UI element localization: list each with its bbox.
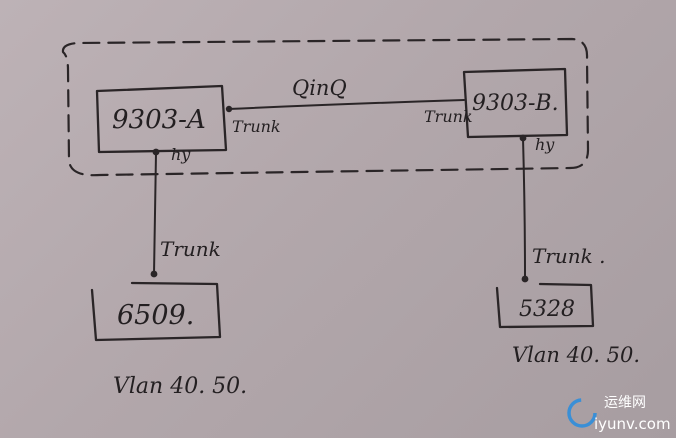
link-b-to-5328 [522, 137, 526, 279]
qinq-label: QinQ [292, 76, 347, 100]
vlan-label-right: Vlan 40. 50. [512, 343, 640, 367]
port-label-a-hy: hy [171, 145, 191, 164]
port-label-b-hy: hy [535, 135, 555, 154]
switch-9303-a-box [95, 84, 228, 154]
watermark-logo-icon [567, 398, 597, 428]
switch-9303-b-label: 9303-B. [472, 91, 559, 116]
port-label-b-trunk: Trunk [424, 107, 473, 126]
switch-6509-label: 6509. [117, 300, 194, 331]
site-watermark: 运维网 iyunv.com [567, 395, 671, 433]
qinq-link [227, 99, 465, 110]
watermark-site-cn: 运维网 [604, 395, 646, 411]
link-a-to-6509 [153, 152, 157, 275]
switch-5328-label: 5328 [519, 297, 575, 322]
switch-9303-a-label: 9303-A [112, 105, 206, 135]
port-dot-b-hy [519, 134, 527, 142]
port-label-6509-trunk: Trunk [160, 237, 221, 261]
switch-6509-box [90, 281, 222, 342]
switch-5328-box [495, 282, 595, 329]
qinq-domain-boundary [61, 37, 590, 177]
port-dot-6509-trunk [150, 270, 158, 278]
port-dot-a-hy [152, 148, 160, 156]
port-label-5328-trunk: Trunk . [532, 244, 606, 268]
watermark-site-url: iyunv.com [594, 415, 671, 433]
port-dot-a-trunk [225, 105, 233, 113]
port-dot-5328-trunk [521, 275, 529, 283]
switch-9303-b-box [462, 67, 569, 139]
vlan-label-left: Vlan 40. 50. [113, 374, 247, 399]
port-label-a-trunk: Trunk [232, 117, 281, 136]
